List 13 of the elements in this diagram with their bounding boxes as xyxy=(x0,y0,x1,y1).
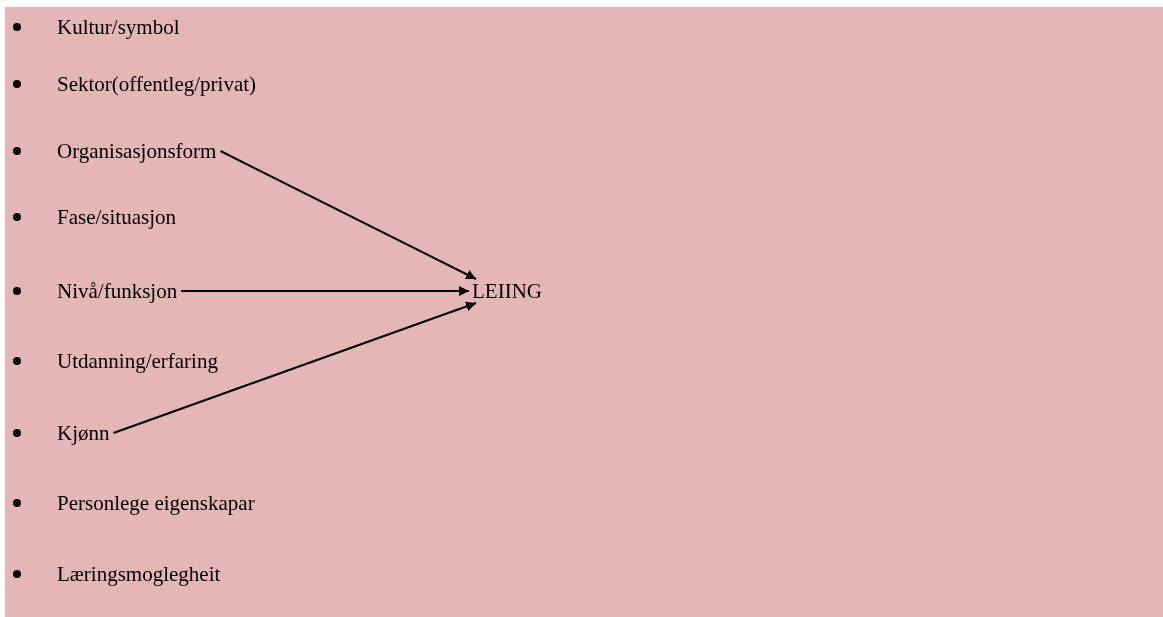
arrow xyxy=(219,150,477,280)
list-item: Kjønn xyxy=(57,421,110,445)
list-item: Organisasjonsform xyxy=(57,139,217,163)
arrow xyxy=(180,286,470,296)
list-item: Læringsmoglegheit xyxy=(57,562,221,586)
list-item: Fase/situasjon xyxy=(57,205,176,229)
list-item: Nivå/funksjon xyxy=(57,279,178,303)
list-item: Utdanning/erfaring xyxy=(57,349,218,373)
central-concept: LEIING xyxy=(472,279,542,303)
list-item: Personlege eigenskapar xyxy=(57,491,255,515)
arrow xyxy=(112,301,477,434)
list-item: Kultur/symbol xyxy=(57,15,180,39)
list-item: Sektor(offentleg/privat) xyxy=(57,72,257,96)
